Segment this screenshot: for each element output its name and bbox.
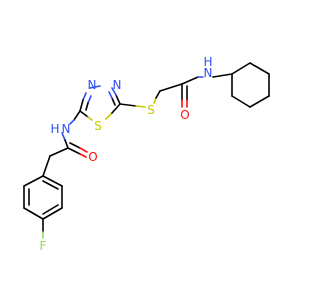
thiadiazole-ring [79, 85, 121, 121]
hydrogen-atom-label: H [203, 55, 212, 69]
bond [85, 102, 89, 111]
atom-labels: N H O S N N S N H O F [40, 55, 213, 253]
nitrogen-atom-label: N [204, 66, 213, 80]
fluorophenyl-ring [23, 175, 63, 220]
bond [159, 83, 183, 92]
bond [23, 175, 44, 187]
bond [87, 95, 92, 104]
bond [249, 95, 270, 108]
bond [87, 116, 93, 121]
bond [23, 207, 44, 220]
nitrogen-atom-label: N [62, 122, 71, 136]
bond [49, 147, 69, 157]
bond [249, 62, 270, 75]
bond [111, 103, 121, 114]
bond [69, 119, 75, 125]
nitrogen-atom-label: N [88, 78, 97, 92]
bond [42, 207, 63, 220]
bond [42, 180, 59, 190]
bond [105, 112, 113, 120]
bond [212, 73, 233, 78]
bond [79, 99, 84, 112]
bond [155, 90, 161, 99]
bond [69, 142, 81, 149]
bond [108, 91, 113, 99]
bond [42, 204, 59, 215]
bond [82, 92, 87, 101]
molecule-diagram: N H O S N N S N H O F [23, 55, 270, 253]
bond [135, 105, 146, 108]
oxygen-atom-label: O [88, 150, 97, 164]
bond [111, 87, 117, 96]
structure-canvas: N H O S N N S N H O F [23, 55, 270, 253]
bond [73, 110, 81, 121]
sulfur-atom-label: S [147, 103, 155, 117]
cyclohexane-ring [231, 62, 270, 108]
bond [89, 85, 101, 89]
bond [119, 103, 137, 107]
bond [61, 132, 66, 141]
nitrogen-atom-label: N [113, 78, 122, 92]
bond [79, 153, 87, 158]
bond [231, 95, 251, 108]
bond [231, 62, 251, 75]
bond [42, 175, 63, 187]
bond [115, 94, 121, 105]
bond [181, 76, 199, 85]
bond [42, 155, 51, 177]
sulfur-atom-label: S [94, 119, 102, 133]
bond [111, 97, 116, 106]
hydrogen-atom-label: H [50, 122, 59, 136]
bond [79, 110, 89, 118]
bond [67, 147, 81, 155]
bond [79, 147, 88, 153]
bond [64, 139, 69, 149]
fluorine-atom-label: F [40, 239, 47, 253]
oxygen-atom-label: O [180, 108, 189, 122]
bond [153, 97, 157, 104]
